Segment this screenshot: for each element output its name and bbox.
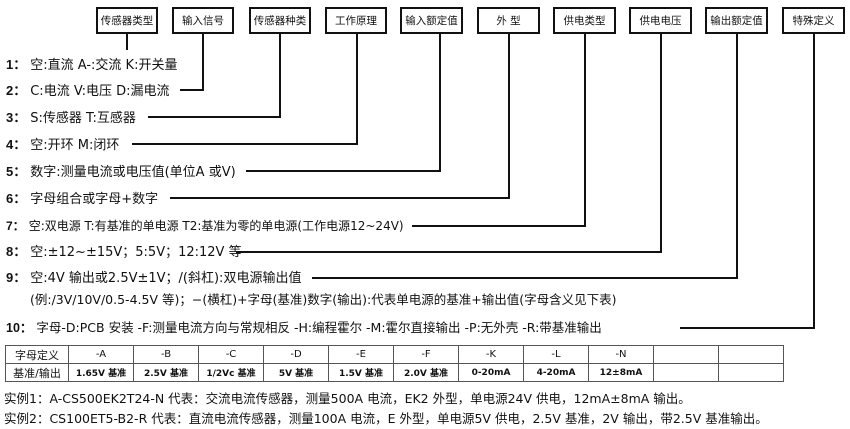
row-number: 8： <box>6 244 27 259</box>
table-cell <box>653 345 719 364</box>
table-cell: -F <box>393 345 459 364</box>
row-9: 9：空:4V 输出或2.5V±1V；/(斜杠):双电源输出值 <box>6 270 301 287</box>
box-supply-voltage: 供电电压 <box>629 7 692 34</box>
table-cell: -A <box>68 345 134 364</box>
row-text: 空:直流 A-:交流 K:开关量 <box>30 58 178 73</box>
row-text: S:传感器 T:互感器 <box>30 111 136 126</box>
connector-2 <box>180 34 204 91</box>
table-cell: 12±8mA <box>588 363 654 382</box>
row-text: 字母组合或字母+数字 <box>30 192 159 207</box>
connector-7 <box>412 34 586 227</box>
row-2: 2：C:电流 V:电压 D:漏电流 <box>6 83 170 100</box>
connector-10 <box>680 34 815 329</box>
row-text: 空:±12~±15V；5:5V；12:12V 等 <box>30 245 242 260</box>
row-text: 数字:测量电流或电压值(单位A 或V) <box>30 165 236 180</box>
row-number: 1： <box>6 57 27 72</box>
row-5: 5：数字:测量电流或电压值(单位A 或V) <box>6 164 236 181</box>
connector-9 <box>312 34 738 279</box>
table-cell: 2.0V 基准 <box>393 363 459 382</box>
row-10: 10：字母-D:PCB 安装 -F:测量电流方向与常规相反 -H:编程霍尔 -M… <box>6 320 602 336</box>
connector-5 <box>246 34 441 172</box>
table-cell: -N <box>588 345 654 364</box>
row-number: 3： <box>6 110 27 125</box>
row-text: 空:开环 M:闭环 <box>30 138 120 153</box>
table-cell: -B <box>133 345 199 364</box>
row-number: 2： <box>6 83 27 98</box>
row-number: 9： <box>6 270 27 285</box>
box-supply-type: 供电类型 <box>553 7 616 34</box>
example-1: 实例1：A-CS500EK2T24-N 代表：交流电流传感器，测量500A 电流… <box>4 391 691 406</box>
table-cell <box>718 363 784 382</box>
row-text: 空:双电源 T:有基准的单电源 T2:基准为零的单电源(工作电源12~24V) <box>28 219 404 233</box>
table-cell <box>718 345 784 364</box>
row-text: C:电流 V:电压 D:漏电流 <box>30 84 170 99</box>
row-9-continued: (例:/3V/10V/0.5-4.5V 等)；−(横杠)+字母(基准)数字(输出… <box>30 292 617 308</box>
row-number: 5： <box>6 164 27 179</box>
table-cell: -L <box>523 345 589 364</box>
table-cell: 2.5V 基准 <box>133 363 199 382</box>
table-cell: 0-20mA <box>458 363 524 382</box>
table-cell: -K <box>458 345 524 364</box>
table-cell: -D <box>263 345 329 364</box>
table-row: 基准/输出 1.65V 基准 2.5V 基准 1/2Vc 基准 5V 基准 1.… <box>5 363 784 382</box>
table-header-cell: 基准/输出 <box>5 363 69 382</box>
table-cell: -E <box>328 345 394 364</box>
row-number: 4： <box>6 137 27 152</box>
box-sensor-type: 传感器类型 <box>96 7 158 34</box>
connector-8 <box>236 34 662 253</box>
row-4: 4：空:开环 M:闭环 <box>6 137 119 154</box>
row-1: 1：空:直流 A-:交流 K:开关量 <box>6 57 177 74</box>
table-cell: 5V 基准 <box>263 363 329 382</box>
table-cell: 4-20mA <box>523 363 589 382</box>
table-cell: 1.5V 基准 <box>328 363 394 382</box>
example-2: 实例2：CS100ET5-B2-R 代表：直流电流传感器，测量100A 电流，E… <box>4 411 768 426</box>
box-input-signal: 输入信号 <box>172 7 234 34</box>
row-6: 6：字母组合或字母+数字 <box>6 191 158 208</box>
row-7: 7：空:双电源 T:有基准的单电源 T2:基准为零的单电源(工作电源12~24V… <box>6 218 404 234</box>
row-number: 7： <box>6 219 25 233</box>
row-text: 字母-D:PCB 安装 -F:测量电流方向与常规相反 -H:编程霍尔 -M:霍尔… <box>36 320 602 335</box>
table-cell: -C <box>198 345 264 364</box>
row-text: (例:/3V/10V/0.5-4.5V 等)；−(横杠)+字母(基准)数字(输出… <box>30 292 617 307</box>
table-header-cell: 字母定义 <box>5 345 69 364</box>
box-package: 外 型 <box>477 7 540 34</box>
box-working-principle: 工作原理 <box>325 7 387 34</box>
box-special-definition: 特殊定义 <box>782 7 845 34</box>
table-row: 字母定义 -A -B -C -D -E -F -K -L -N <box>5 345 784 364</box>
row-number: 10： <box>6 321 33 335</box>
table-cell: 1.65V 基准 <box>68 363 134 382</box>
row-8: 8：空:±12~±15V；5:5V；12:12V 等 <box>6 244 242 261</box>
table-cell: 1/2Vc 基准 <box>198 363 264 382</box>
row-text: 空:4V 输出或2.5V±1V；/(斜杠):双电源输出值 <box>30 271 302 286</box>
table-cell <box>653 363 719 382</box>
box-input-rating: 输入额定值 <box>400 7 463 34</box>
row-3: 3：S:传感器 T:互感器 <box>6 110 136 127</box>
letter-definition-table: 字母定义 -A -B -C -D -E -F -K -L -N 基准/输出 1.… <box>5 345 784 382</box>
connector-6 <box>170 34 510 199</box>
box-sensor-kind: 传感器种类 <box>249 7 311 34</box>
box-output-rating: 输出额定值 <box>705 7 768 34</box>
connector-3 <box>148 34 281 118</box>
row-number: 6： <box>6 191 27 206</box>
connector-4 <box>132 34 358 145</box>
